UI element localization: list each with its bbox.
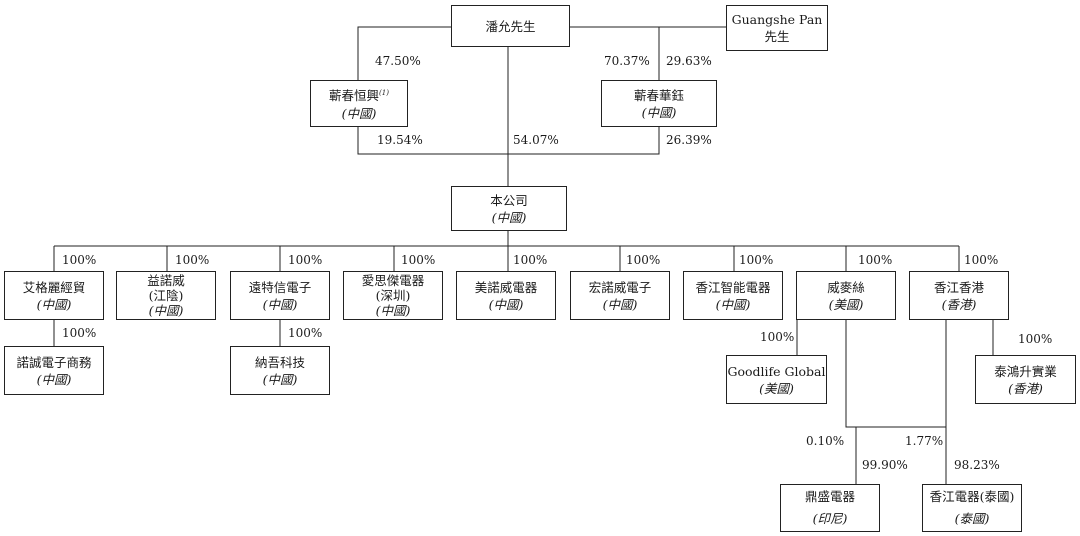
pct-company-meinuowei: 100% xyxy=(513,253,548,267)
entity-title: 先生 xyxy=(764,29,790,44)
entity-taihong: 泰鴻升實業 (香港) xyxy=(975,355,1076,404)
entity-location: (香港) xyxy=(941,296,977,312)
entity-hongnuowei: 宏諾威電子 (中國) xyxy=(570,271,670,320)
entity-name-row: 蘄春恒興(1) xyxy=(329,85,389,104)
entity-name: 香江電器(泰國) xyxy=(929,489,1015,504)
entity-name: 威麥絲 xyxy=(827,279,865,295)
line-weimaisi-down xyxy=(845,320,946,428)
pct-yuante-nawu: 100% xyxy=(288,326,323,340)
entity-location: (中國) xyxy=(341,105,377,121)
entity-name: Goodlife Global xyxy=(727,363,826,379)
entity-name: 本公司 xyxy=(490,192,528,208)
pct-hk-th: 98.23% xyxy=(954,458,1000,472)
entity-company: 本公司 (中國) xyxy=(451,186,567,231)
entity-location: (中國) xyxy=(36,371,72,387)
entity-name: 潘允先生 xyxy=(485,18,536,34)
entity-name: Guangshe Pan xyxy=(731,12,823,27)
entity-qichun-hengxing: 蘄春恒興(1) (中國) xyxy=(310,80,408,127)
pct-company-ailili: 100% xyxy=(62,253,97,267)
pct-hk-dingsheng: 99.90% xyxy=(862,458,908,472)
pct-company-weimaisi: 100% xyxy=(858,253,893,267)
entity-dingsheng: 鼎盛電器 (印尼) xyxy=(780,484,880,532)
pct-company-yinuowei: 100% xyxy=(175,253,210,267)
pct-weimaisi-goodlife: 100% xyxy=(760,330,795,344)
entity-qichun-huayu: 蘄春華鈺 (中國) xyxy=(601,80,717,127)
entity-location: (美國) xyxy=(759,380,794,396)
footnote-marker: (1) xyxy=(379,89,389,98)
entity-xiangjiang-hk: 香江香港 (香港) xyxy=(909,271,1009,320)
entity-location: (香港) xyxy=(1008,380,1043,396)
entity-name: 艾格麗經貿 xyxy=(22,279,86,295)
entity-weimaisi: 威麥絲 (美國) xyxy=(796,271,896,320)
entity-name: 益諾威 xyxy=(147,273,185,288)
pct-weimaisi-dingsheng: 0.10% xyxy=(806,434,845,448)
entity-name: 宏諾威電子 xyxy=(588,279,652,295)
entity-location: (中國) xyxy=(491,209,527,225)
entity-location: (中國) xyxy=(641,104,677,120)
entity-meinuowei: 美諾威電器 (中國) xyxy=(456,271,556,320)
entity-ailili: 艾格麗經貿 (中國) xyxy=(4,271,104,320)
entity-name: 諾誠電子商務 xyxy=(16,354,92,370)
entity-location: (中國) xyxy=(602,296,638,312)
pct-pan-hengxing: 47.50% xyxy=(375,54,421,68)
entity-location: (中國) xyxy=(36,296,72,312)
entity-name: 納吾科技 xyxy=(254,354,305,370)
entity-location-country: (中國) xyxy=(148,303,184,318)
entity-name: 蘄春恒興 xyxy=(329,88,380,104)
pct-company-xiangjiang-smart: 100% xyxy=(739,253,774,267)
pct-pan-huayu: 70.37% xyxy=(604,54,650,68)
pct-company-hongnuowei: 100% xyxy=(626,253,661,267)
entity-nawu: 納吾科技 (中國) xyxy=(230,346,330,395)
entity-goodlife: Goodlife Global (美國) xyxy=(726,355,827,404)
line-pan-hengxing xyxy=(357,26,451,80)
entity-location: (江陰) xyxy=(148,288,184,303)
entity-name: 鼎盛電器 xyxy=(804,489,855,504)
entity-name: 香江香港 xyxy=(933,279,984,295)
entity-location-country: (中國) xyxy=(375,303,411,318)
entity-pan-yun: 潘允先生 xyxy=(451,5,570,47)
entity-guangshe-pan: Guangshe Pan 先生 xyxy=(726,5,828,51)
pct-company-aisijie: 100% xyxy=(401,253,436,267)
entity-yinuowei: 益諾威 (江陰) (中國) xyxy=(116,271,216,320)
entity-xiangjiang-smart: 香江智能電器 (中國) xyxy=(683,271,783,320)
entity-location: (中國) xyxy=(262,296,298,312)
entity-location: (中國) xyxy=(488,296,524,312)
entity-name: 香江智能電器 xyxy=(695,279,771,295)
entity-name: 蘄春華鈺 xyxy=(633,87,684,103)
pct-huayu-company: 26.39% xyxy=(666,133,712,147)
entity-location: (美國) xyxy=(828,296,864,312)
entity-location: (印尼) xyxy=(812,511,848,526)
entity-aisijie: 愛思傑電器 (深圳) (中國) xyxy=(343,271,443,320)
pct-guangshe-huayu: 29.63% xyxy=(666,54,712,68)
entity-name: 遠特信電子 xyxy=(248,279,312,295)
entity-location: (中國) xyxy=(262,371,298,387)
entity-location: (深圳) xyxy=(375,288,411,303)
entity-location: (泰國) xyxy=(954,511,990,526)
entity-name: 泰鴻升實業 xyxy=(994,363,1057,379)
entity-yuante: 遠特信電子 (中國) xyxy=(230,271,330,320)
pct-hengxing-company: 19.54% xyxy=(377,133,423,147)
pct-company-xiangjiang-hk: 100% xyxy=(964,253,999,267)
line-hengxing-company xyxy=(357,127,660,155)
entity-nuocheng: 諾誠電子商務 (中國) xyxy=(4,346,104,395)
entity-name: 美諾威電器 xyxy=(474,279,538,295)
pct-hk-taihong: 100% xyxy=(1018,332,1053,346)
pct-company-yuante: 100% xyxy=(288,253,323,267)
pct-ailili-nuocheng: 100% xyxy=(62,326,97,340)
pct-pan-company: 54.07% xyxy=(513,133,559,147)
entity-xiangjiang-th: 香江電器(泰國) (泰國) xyxy=(922,484,1022,532)
entity-location: (中國) xyxy=(715,296,751,312)
entity-name: 愛思傑電器 xyxy=(361,273,425,288)
pct-weimaisi-th: 1.77% xyxy=(905,434,944,448)
